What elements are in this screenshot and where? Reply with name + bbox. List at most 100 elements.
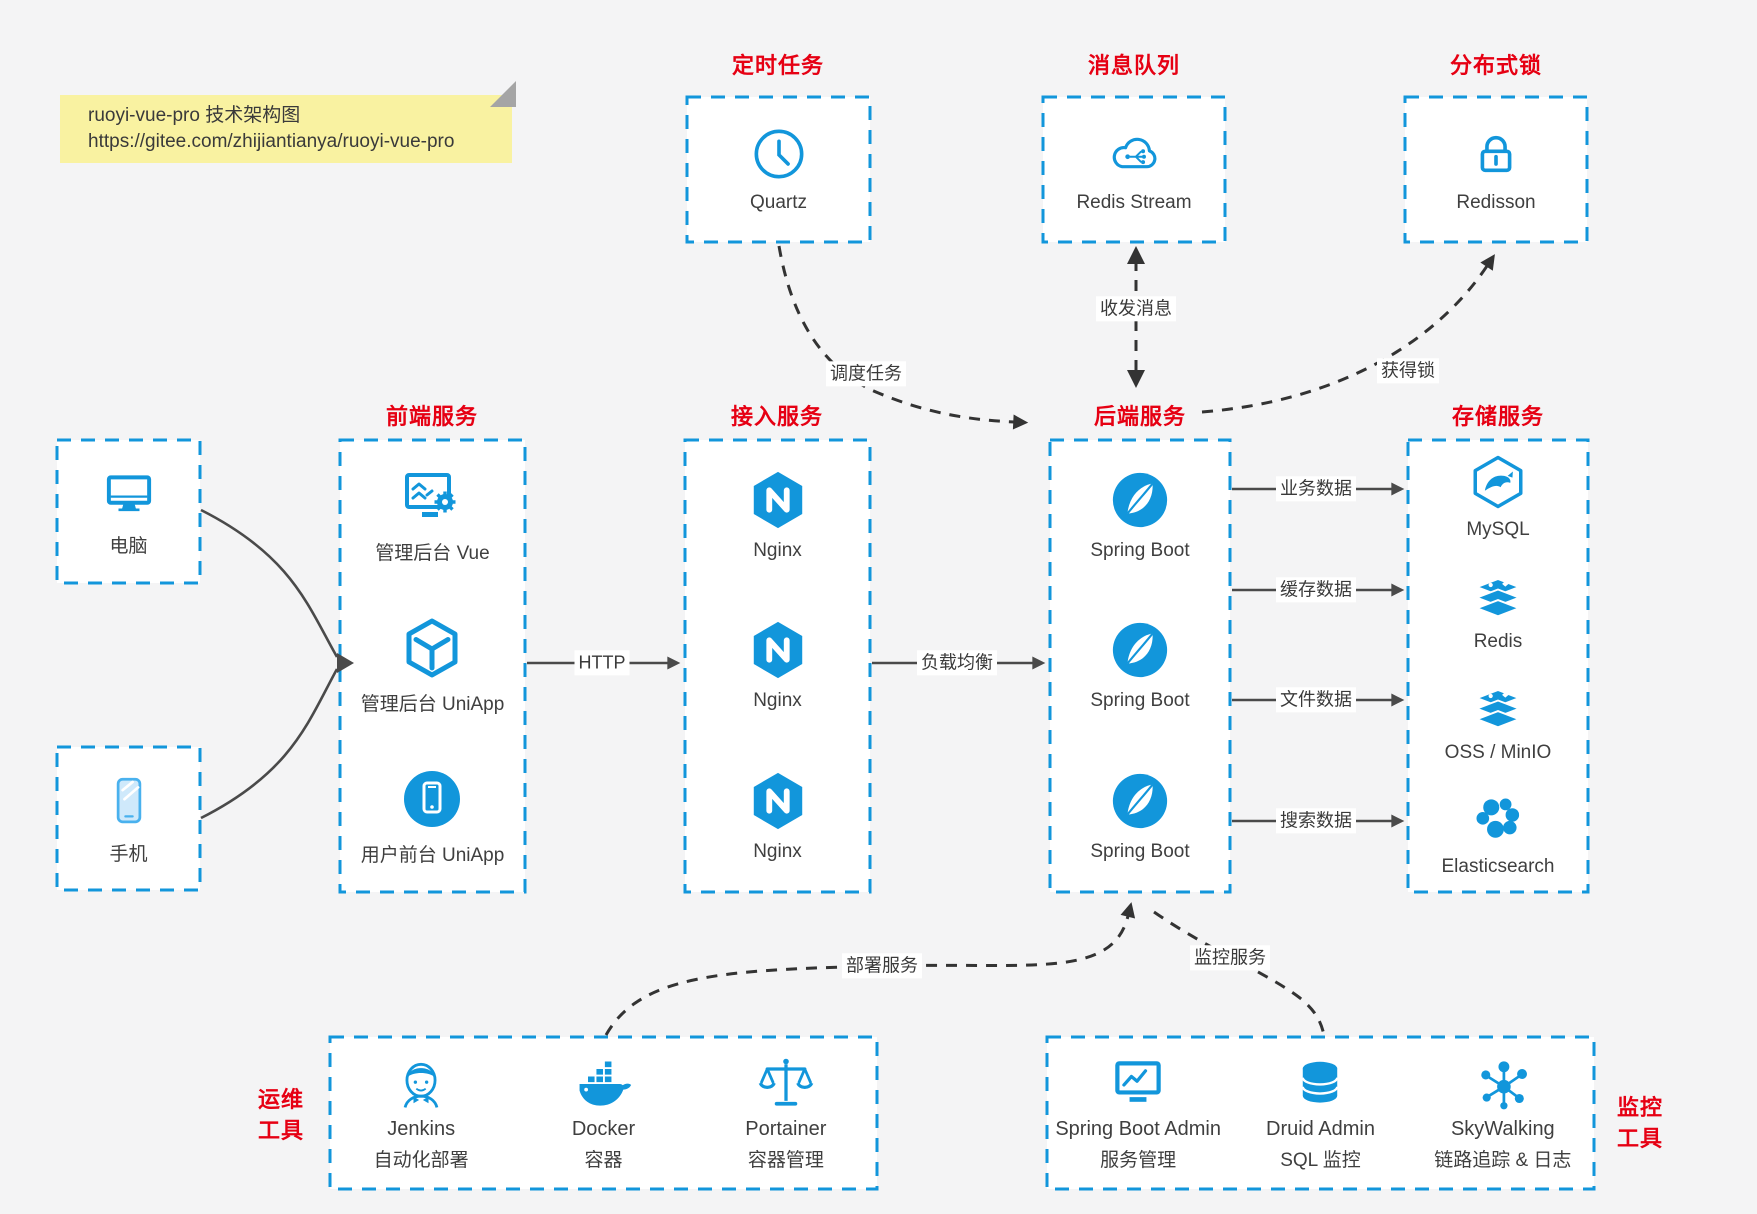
node-label: Nginx: [753, 690, 802, 712]
edge-deploy-service: [604, 902, 1136, 1036]
skywalking-icon: [1474, 1054, 1532, 1114]
edge-label-schedule-task: 调度任务: [826, 361, 906, 387]
admin-vue-icon: [399, 465, 465, 529]
group-monitor-tools: Spring Boot Admin 服务管理 Druid Admin SQL 监…: [1047, 1037, 1594, 1189]
node-spring-boot-1: Spring Boot: [1090, 469, 1190, 562]
nginx-icon: [747, 619, 809, 681]
title-backend: 后端服务: [1093, 404, 1187, 429]
title-message-queue: 消息队列: [1087, 53, 1181, 78]
message-up-arrowhead: [1127, 246, 1145, 264]
node-label: 管理后台 UniApp: [360, 693, 505, 715]
node-portainer: Portainer 容器管理: [695, 1054, 877, 1172]
oss-minio-icon: [1470, 681, 1526, 733]
node-redis: Redis: [1470, 570, 1526, 653]
message-down-arrowhead: [1127, 370, 1145, 388]
node-quartz: Quartz: [750, 125, 808, 214]
clients-merge-arrowhead: [337, 653, 354, 673]
spring-boot-icon: [1109, 469, 1171, 531]
storage-box: [1406, 438, 1590, 894]
sticky-note-fold-corner: [490, 81, 516, 107]
edge-label-deploy-service: 部署服务: [842, 953, 922, 979]
nginx-icon: [747, 770, 809, 832]
title-scheduled-task: 定时任务: [731, 53, 825, 78]
group-gateway: Nginx Nginx Nginx: [685, 440, 870, 892]
edge-label-file-data: 文件数据: [1276, 687, 1356, 713]
edge-label-monitor-service: 监控服务: [1190, 945, 1270, 971]
node-label: Redis: [1473, 630, 1523, 652]
node-label: Spring Boot Admin: [1055, 1118, 1221, 1140]
node-druid-admin: Druid Admin SQL 监控: [1229, 1054, 1411, 1172]
clock-icon: [750, 125, 808, 183]
node-label: Jenkins: [387, 1118, 456, 1140]
node-nginx-3: Nginx: [747, 770, 809, 863]
mysql-icon: [1470, 454, 1526, 510]
title-devops-tools: 运维 工具: [257, 1087, 304, 1143]
node-oss-minio: OSS / MinIO: [1444, 681, 1552, 764]
title-storage: 存储服务: [1451, 404, 1545, 429]
title-gateway: 接入服务: [730, 404, 824, 429]
node-user-uniapp: 用户前台 UniApp: [360, 767, 505, 867]
uniapp-cube-icon: [400, 616, 464, 680]
jenkins-icon: [391, 1054, 451, 1114]
docker-icon: [572, 1054, 634, 1114]
mq-box: [1041, 95, 1227, 244]
group-devops-tools: Jenkins 自动化部署 Docker 容器 Portainer 容器管理: [330, 1037, 877, 1189]
node-skywalking: SkyWalking 链路追踪 & 日志: [1412, 1054, 1594, 1172]
node-label: Spring Boot: [1090, 841, 1190, 863]
node-desc: 容器: [584, 1150, 623, 1171]
edge-label-acquire-lock: 获得锁: [1377, 358, 1439, 384]
node-label: OSS / MinIO: [1444, 742, 1552, 764]
spring-boot-admin-icon: [1107, 1054, 1169, 1114]
node-label: SkyWalking: [1450, 1118, 1555, 1140]
node-admin-uniapp: 管理后台 UniApp: [360, 616, 505, 716]
desktop-icon: [99, 466, 159, 522]
node-redisson: Redisson: [1456, 125, 1536, 214]
group-backend: Spring Boot Spring Boot Spring Boot: [1050, 440, 1230, 892]
node-desc: SQL 监控: [1280, 1150, 1361, 1171]
title-distributed-lock: 分布式锁: [1449, 53, 1543, 78]
node-label: Spring Boot: [1090, 539, 1190, 561]
note-url: https://gitee.com/zhijiantianya/ruoyi-vu…: [88, 131, 455, 152]
node-label: Nginx: [753, 841, 802, 863]
edge-acquire-lock: [1201, 254, 1495, 414]
node-label: Redisson: [1456, 192, 1536, 213]
title-monitor-tools: 监控 工具: [1616, 1095, 1663, 1151]
edge-pc-to-frontend: [200, 508, 339, 658]
title-frontend: 前端服务: [385, 404, 479, 429]
group-distributed-lock: Redisson: [1405, 97, 1587, 242]
node-mobile: 手机: [100, 772, 158, 866]
nginx-icon: [747, 469, 809, 531]
node-jenkins: Jenkins 自动化部署: [330, 1054, 512, 1172]
user-app-icon: [400, 767, 464, 831]
node-label: Spring Boot: [1090, 690, 1190, 712]
elasticsearch-icon: [1471, 793, 1525, 847]
quartz-box: [685, 95, 872, 244]
cloud-network-icon: [1104, 125, 1164, 183]
edge-label-send-receive-message: 收发消息: [1096, 296, 1176, 322]
lock-icon: [1467, 125, 1525, 183]
group-mobile-client: 手机: [57, 747, 200, 890]
node-nginx-1: Nginx: [747, 469, 809, 562]
node-spring-boot-3: Spring Boot: [1090, 770, 1190, 863]
group-storage: MySQL Redis OSS / MinIO Elasticsearch: [1408, 440, 1588, 892]
node-admin-vue: 管理后台 Vue: [375, 465, 490, 565]
node-label: Quartz: [749, 192, 808, 213]
node-label: Portainer: [745, 1118, 827, 1140]
edge-schedule-task: [777, 245, 1029, 430]
node-redis-stream: Redis Stream: [1076, 125, 1192, 214]
edge-label-cache-data: 缓存数据: [1276, 577, 1356, 603]
node-label: Druid Admin: [1266, 1118, 1375, 1140]
node-label: 用户前台 UniApp: [360, 844, 505, 866]
group-message-queue: Redis Stream: [1043, 97, 1225, 242]
spring-boot-icon: [1109, 619, 1171, 681]
phone-icon: [100, 772, 158, 830]
node-nginx-2: Nginx: [747, 619, 809, 712]
node-mysql: MySQL: [1466, 454, 1530, 541]
note-title: ruoyi-vue-pro 技术架构图: [88, 105, 301, 126]
edge-label-load-balance: 负载均衡: [917, 650, 997, 676]
node-label: Redis Stream: [1076, 192, 1192, 213]
node-desc: 容器管理: [747, 1150, 824, 1171]
node-desc: 服务管理: [1100, 1150, 1177, 1171]
node-docker: Docker 容器: [512, 1054, 694, 1172]
